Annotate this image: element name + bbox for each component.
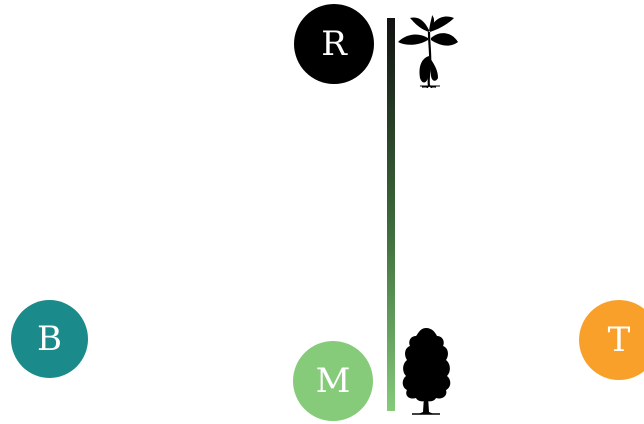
node-t-label: T [607, 320, 631, 360]
node-b: B [11, 300, 88, 378]
tree-icon [402, 328, 451, 415]
gradient-scale-bar [387, 18, 395, 411]
node-r-label: R [321, 24, 347, 64]
node-m-label: M [315, 361, 351, 401]
node-m: M [293, 341, 373, 421]
seedling-icon [398, 15, 458, 88]
node-b-label: B [37, 319, 62, 359]
node-t: T [579, 300, 644, 380]
node-r: R [294, 4, 374, 84]
